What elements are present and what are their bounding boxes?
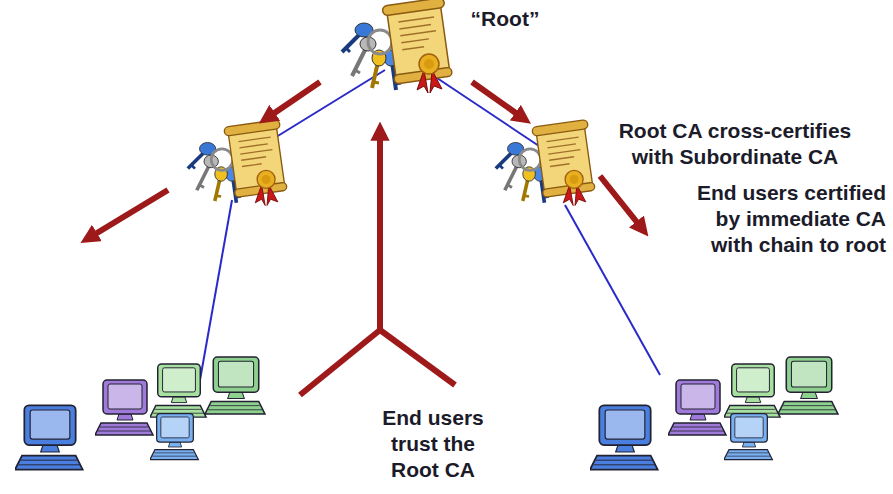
label-line: Root CA: [382, 457, 484, 483]
root-ca-icon: [342, 0, 454, 93]
label-line: with Subordinate CA: [619, 144, 852, 170]
label-line: “Root”: [471, 6, 540, 32]
chain-line: [200, 70, 660, 380]
label-line: trust the: [382, 431, 484, 457]
annotation-label: End users certifiedby immediate CAwith c…: [697, 180, 886, 258]
trust-arrow: [92, 82, 640, 395]
label-line: End users certified: [697, 180, 886, 206]
label-line: by immediate CA: [697, 206, 886, 232]
end-user-computers: [15, 357, 265, 469]
subordinate-ca-icon: [496, 120, 597, 206]
annotation-label: End userstrust theRoot CA: [382, 405, 484, 483]
label-line: End users: [382, 405, 484, 431]
annotation-label: “Root”: [471, 6, 540, 32]
annotation-label: Root CA cross-certifieswith Subordinate …: [619, 118, 852, 170]
label-line: Root CA cross-certifies: [619, 118, 852, 144]
label-line: with chain to root: [697, 232, 886, 258]
subordinate-ca-icon: [188, 120, 289, 206]
end-user-computers: [590, 357, 838, 469]
